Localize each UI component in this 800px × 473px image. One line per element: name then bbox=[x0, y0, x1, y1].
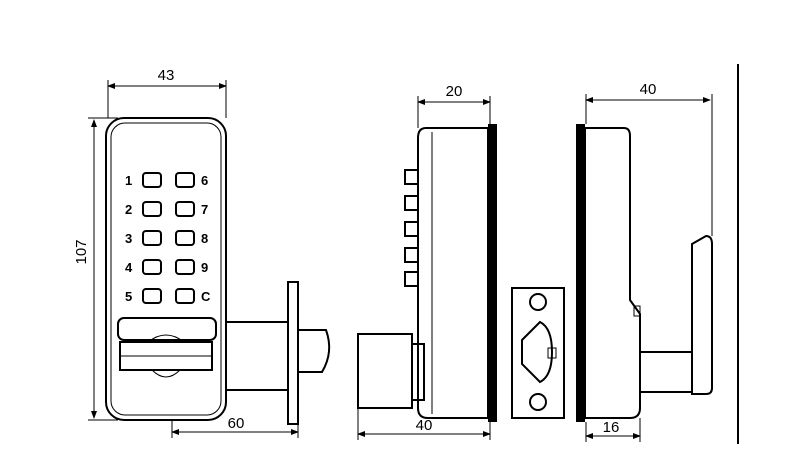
key-label: 4 bbox=[125, 260, 133, 275]
key-button bbox=[175, 230, 195, 246]
front-body-inner bbox=[110, 122, 222, 416]
key-button bbox=[142, 230, 162, 246]
side-knob bbox=[357, 333, 413, 409]
dim-height-label: 107 bbox=[73, 239, 90, 264]
key-button bbox=[142, 201, 162, 217]
thumb-turn-base bbox=[119, 341, 213, 371]
key-button bbox=[175, 288, 195, 304]
lever-shaft bbox=[639, 351, 693, 393]
dim-width-label: 43 bbox=[158, 67, 175, 84]
key-button bbox=[175, 172, 195, 188]
key-label: 3 bbox=[125, 231, 132, 246]
side-key bbox=[404, 169, 419, 185]
side-knob-neck bbox=[411, 343, 425, 401]
key-label: 2 bbox=[125, 202, 132, 217]
key-label: C bbox=[201, 289, 211, 304]
side-key bbox=[404, 195, 419, 211]
back-tab bbox=[633, 305, 641, 317]
left-side-view: 20 40 bbox=[357, 83, 497, 440]
key-label: 1 bbox=[125, 173, 132, 188]
thumb-turn-arc bbox=[147, 334, 185, 343]
front-body-outline bbox=[105, 117, 227, 421]
key-button bbox=[142, 259, 162, 275]
strike-plate-outline bbox=[511, 287, 565, 419]
side-key bbox=[404, 271, 419, 287]
back-body-outline bbox=[584, 127, 641, 419]
strike-tab bbox=[547, 347, 557, 359]
screw-hole bbox=[529, 393, 547, 411]
key-label: 9 bbox=[201, 260, 208, 275]
strike-opening bbox=[521, 320, 554, 384]
shaft-body bbox=[225, 321, 289, 391]
dim-depth-label: 60 bbox=[228, 415, 245, 432]
side-body-outline bbox=[417, 127, 489, 419]
side-key bbox=[404, 247, 419, 263]
side-key bbox=[404, 221, 419, 237]
thumb-turn-bar bbox=[117, 317, 217, 341]
dim-side-top-label: 20 bbox=[446, 83, 463, 100]
right-side-view: 40 16 bbox=[576, 64, 739, 444]
lever-handle bbox=[691, 234, 713, 395]
back-plate bbox=[576, 124, 585, 422]
latch-shaft bbox=[225, 281, 331, 425]
key-label: 7 bbox=[201, 202, 208, 217]
screw-hole bbox=[529, 293, 547, 311]
latch-bolt bbox=[297, 329, 331, 373]
mounting-plate bbox=[488, 124, 497, 422]
key-button bbox=[175, 201, 195, 217]
latch-faceplate bbox=[287, 281, 299, 425]
keypad: 1 2 3 4 5 6 7 8 9 C bbox=[125, 172, 211, 304]
strike-plate bbox=[511, 287, 565, 419]
key-button bbox=[142, 288, 162, 304]
key-button bbox=[175, 259, 195, 275]
dim-back-top-label: 40 bbox=[640, 81, 657, 98]
front-view: 1 2 3 4 5 6 7 8 9 C 43 bbox=[73, 67, 331, 438]
dim-side-bottom-label: 40 bbox=[416, 417, 433, 434]
key-label: 5 bbox=[125, 289, 132, 304]
key-button bbox=[142, 172, 162, 188]
thumb-turn bbox=[117, 317, 217, 378]
key-label: 6 bbox=[201, 173, 208, 188]
thumb-turn-lower-arc bbox=[151, 369, 181, 378]
key-label: 8 bbox=[201, 231, 208, 246]
dim-back-bottom-label: 16 bbox=[603, 419, 620, 436]
